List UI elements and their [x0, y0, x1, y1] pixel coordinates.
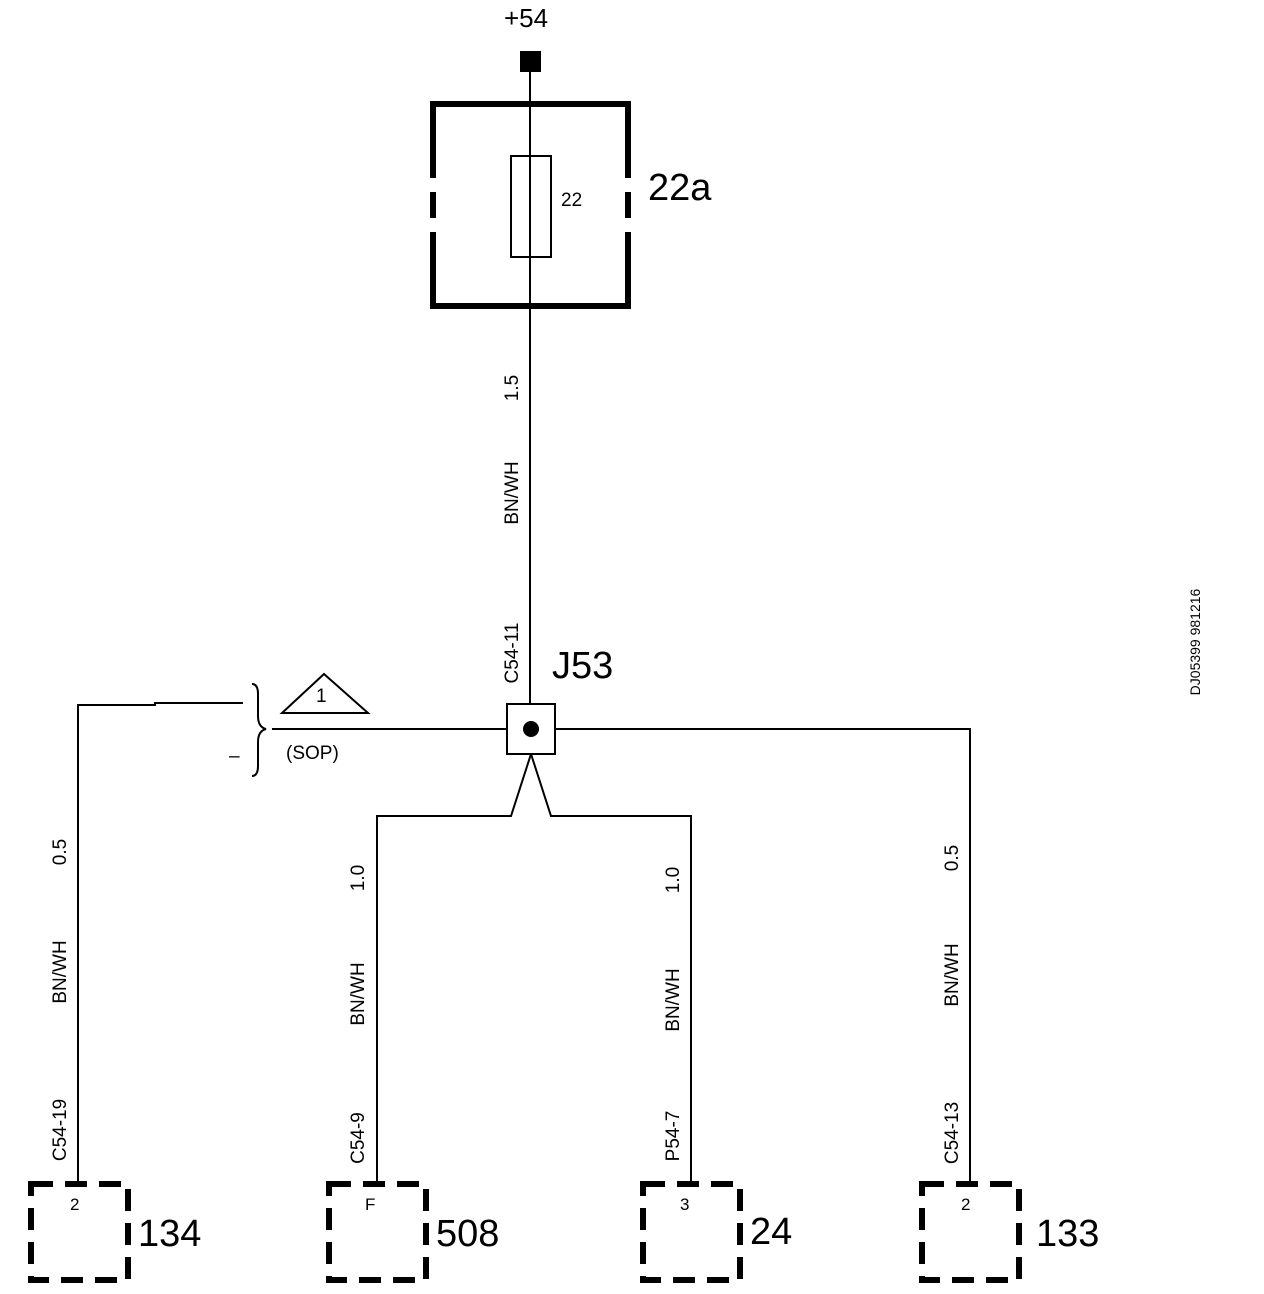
note-text: (SOP) [286, 743, 339, 764]
branch-wire-size: 1.0 [663, 867, 684, 893]
drawing-reference: DJ05399 981216 [1187, 588, 1203, 695]
fuse-box [430, 101, 631, 309]
junction-node [523, 721, 539, 737]
branch-pin: C54-13 [942, 1102, 963, 1164]
branch-wire-size: 1.0 [348, 865, 369, 891]
branch-wire-size: 0.5 [50, 839, 71, 865]
branch-wire-133 [968, 728, 971, 1182]
branch-wire-color: BN/WH [942, 943, 963, 1006]
branch-pin: P54-7 [663, 1111, 684, 1162]
supply-terminal [520, 51, 541, 72]
connector-133 [919, 1181, 1022, 1283]
fuse-symbol [510, 155, 552, 258]
branch-pin: C54-19 [50, 1099, 71, 1161]
branch-wire-color: BN/WH [50, 940, 71, 1003]
component-label: 24 [750, 1211, 792, 1253]
connector-24 [640, 1181, 743, 1283]
branch-wire-508 [376, 753, 532, 1182]
component-label: 134 [138, 1213, 201, 1255]
branch-wire-color: BN/WH [348, 962, 369, 1025]
connector-terminal: 3 [680, 1195, 689, 1214]
junction-label: J53 [552, 645, 613, 687]
option-brace [251, 683, 267, 777]
note-number: 1 [316, 686, 327, 707]
connector-terminal: 2 [70, 1195, 79, 1214]
main-wire-color: BN/WH [502, 461, 523, 524]
supply-label: +54 [504, 3, 548, 33]
note-triangle [279, 672, 371, 714]
note-dash: – [229, 746, 240, 767]
branch-wire-size: 0.5 [942, 845, 963, 871]
branch-wire-24 [530, 753, 692, 1182]
junction-pin: C54-11 [502, 623, 523, 684]
branch-wire-134 [77, 702, 243, 1182]
connector-terminal: 2 [961, 1195, 970, 1214]
branch-wire-color: BN/WH [663, 968, 684, 1031]
component-label: 508 [436, 1213, 499, 1255]
main-wire-size: 1.5 [502, 375, 523, 401]
fuse-number: 22 [561, 190, 582, 211]
branch-pin: C54-9 [348, 1112, 369, 1164]
component-label: 133 [1036, 1213, 1099, 1255]
fuse-box-label: 22a [648, 167, 712, 209]
connector-terminal: F [365, 1195, 375, 1214]
connector-134 [28, 1181, 131, 1283]
connector-508 [326, 1181, 429, 1283]
